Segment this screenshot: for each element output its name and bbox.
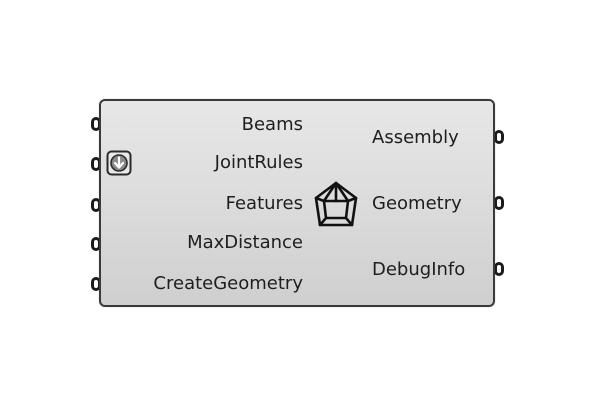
output-label-assembly[interactable]: Assembly bbox=[372, 127, 459, 148]
assembly-house-icon bbox=[314, 181, 358, 227]
flatten-arrow-icon[interactable] bbox=[106, 150, 132, 176]
component-node[interactable]: Beams JointRules Features MaxDistance Cr… bbox=[99, 99, 495, 307]
output-grip-debuginfo[interactable] bbox=[494, 262, 504, 276]
input-label-jointrules[interactable]: JointRules bbox=[214, 152, 303, 173]
output-label-debuginfo[interactable]: DebugInfo bbox=[372, 259, 466, 280]
input-label-features[interactable]: Features bbox=[225, 193, 303, 214]
output-grip-assembly[interactable] bbox=[494, 130, 504, 144]
output-label-geometry[interactable]: Geometry bbox=[372, 193, 462, 214]
input-label-creategeometry[interactable]: CreateGeometry bbox=[153, 273, 303, 294]
input-label-maxdistance[interactable]: MaxDistance bbox=[187, 232, 303, 253]
input-label-beams[interactable]: Beams bbox=[241, 114, 303, 135]
output-grip-geometry[interactable] bbox=[494, 196, 504, 210]
